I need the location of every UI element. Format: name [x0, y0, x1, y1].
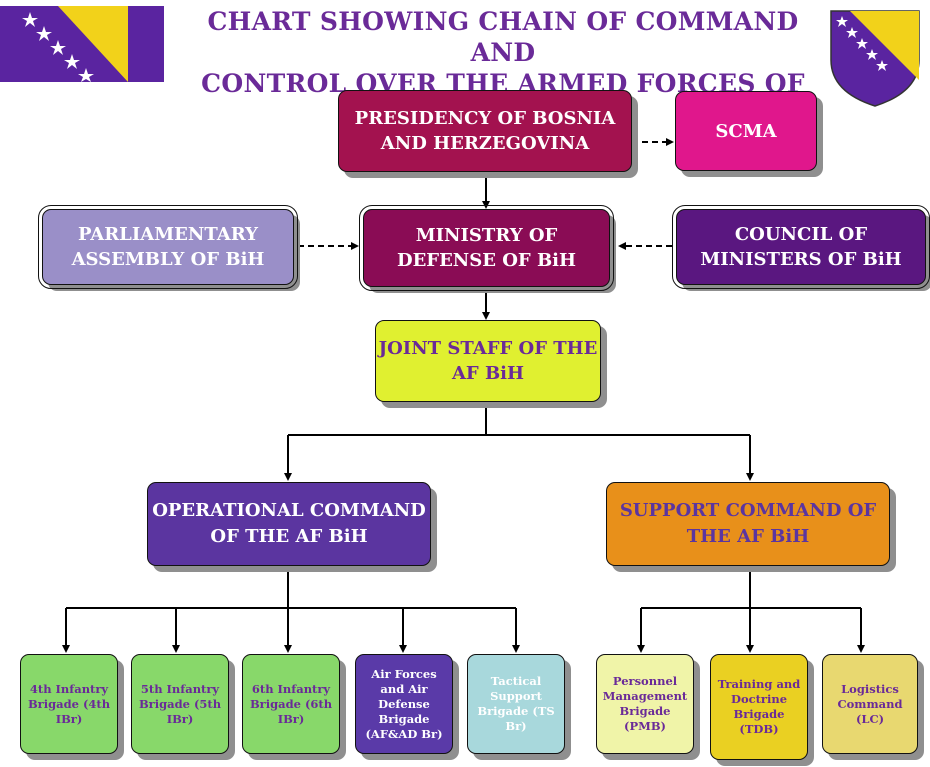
node-4th-infantry-brigade: 4th Infantry Brigade (4th IBr)	[20, 654, 118, 754]
node-tactical-support-brigade: Tactical Support Brigade (TS Br)	[467, 654, 565, 754]
node-personnel-management-brigade: Personnel Management Brigade (PMB)	[596, 654, 694, 754]
node-operational-command: OPERATIONAL COMMAND OF THE AF BiH	[147, 482, 431, 566]
node-5th-infantry-brigade: 5th Infantry Brigade (5th IBr)	[131, 654, 229, 754]
bih-coat-of-arms-icon	[830, 10, 920, 107]
node-ministry: MINISTRY OF DEFENSE OF BiH	[359, 205, 614, 291]
bih-flag-icon	[0, 6, 164, 82]
node-6th-infantry-brigade: 6th Infantry Brigade (6th IBr)	[242, 654, 340, 754]
node-air-forces-air-defense-brigade: Air Forces and Air Defense Brigade (AF&A…	[355, 654, 453, 754]
node-council: COUNCIL OF MINISTERS OF BiH	[672, 205, 930, 289]
node-support-command: SUPPORT COMMAND OF THE AF BiH	[606, 482, 890, 566]
node-presidency: PRESIDENCY OF BOSNIA AND HERZEGOVINA	[338, 90, 632, 172]
title-line-1: CHART SHOWING CHAIN OF COMMAND AND	[207, 7, 799, 67]
node-joint-staff: JOINT STAFF OF THE AF BiH	[375, 320, 601, 402]
node-logistics-command: Logistics Command (LC)	[822, 654, 918, 754]
node-training-doctrine-brigade: Training and Doctrine Brigade (TDB)	[710, 654, 808, 760]
node-parliament: PARLIAMENTARY ASSEMBLY OF BiH	[38, 205, 298, 289]
node-scma: SCMA	[675, 91, 817, 171]
